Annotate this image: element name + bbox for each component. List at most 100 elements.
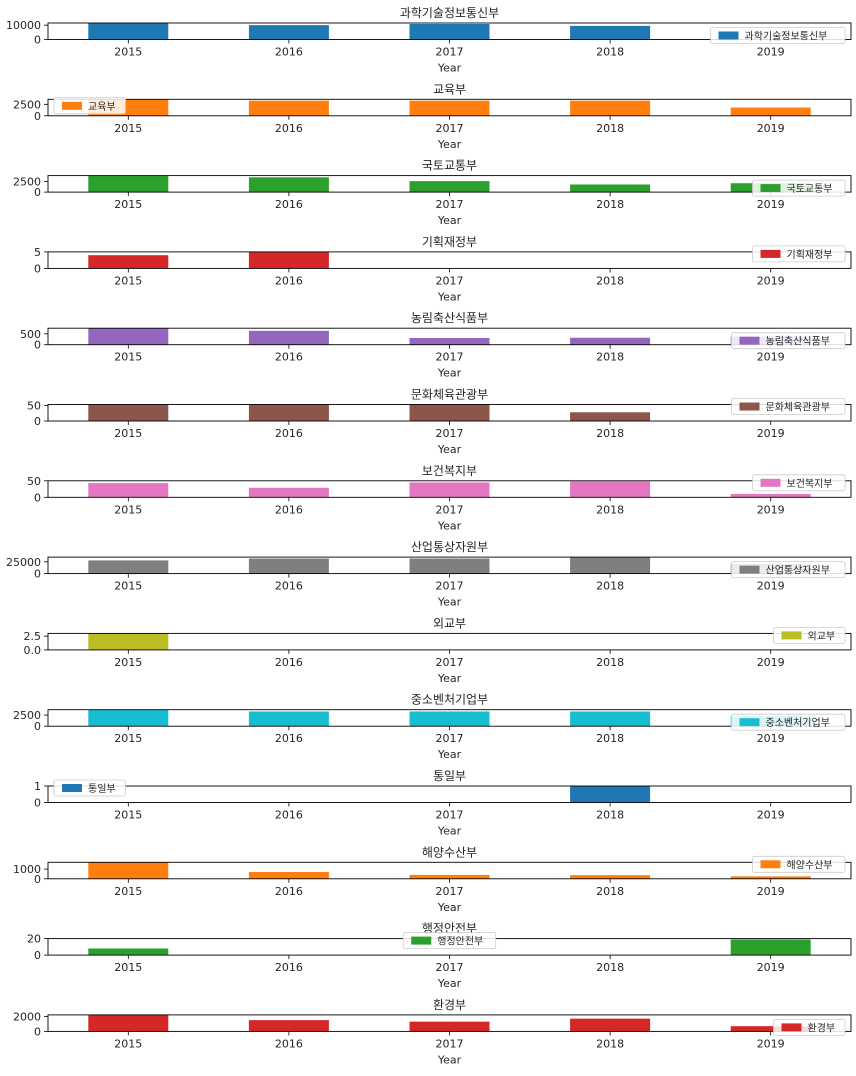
legend: 통일부 [53, 779, 126, 797]
subplot-title: 환경부 [433, 998, 466, 1012]
legend-label: 행정안전부 [437, 936, 483, 948]
x-axis-label: Year [437, 748, 462, 761]
subplot-title: 문화체육관광부 [411, 388, 488, 402]
x-tick-label: 2015 [114, 580, 142, 593]
bar-2015 [88, 328, 169, 345]
x-tick-label: 2019 [757, 656, 785, 669]
x-tick-label: 2019 [757, 580, 785, 593]
x-tick-label: 2015 [114, 656, 142, 669]
bar-2015 [88, 948, 169, 956]
legend-label: 해양수산부 [787, 858, 833, 871]
legend-swatch [62, 784, 82, 792]
y-tick-label: 50 [27, 399, 41, 412]
x-tick-label: 2016 [275, 274, 303, 287]
legend-box [731, 713, 846, 731]
x-tick-label: 2015 [114, 809, 142, 822]
legend-label: 외교부 [808, 630, 836, 642]
x-tick-label: 2019 [757, 46, 785, 59]
x-tick-label: 2017 [436, 503, 464, 516]
legend-label: 산업통상자원부 [766, 564, 830, 577]
y-tick-label: 0 [34, 720, 41, 733]
x-tick-label: 2016 [275, 809, 303, 822]
bar-2017 [409, 874, 490, 879]
y-tick-label: 2500 [13, 709, 41, 722]
x-tick-label: 2018 [596, 503, 624, 516]
bar-2016 [248, 25, 329, 40]
y-tick-label: 0 [34, 491, 41, 504]
bar-2015 [88, 23, 169, 40]
legend-label: 환경부 [808, 1021, 836, 1034]
bar-2015 [88, 709, 169, 727]
bar-2017 [409, 1021, 490, 1032]
x-axis-label: Year [437, 1053, 462, 1066]
legend-label: 중소벤처기업부 [766, 716, 830, 729]
legend-label: 농림축산식품부 [766, 336, 830, 348]
bar-2016 [248, 1020, 329, 1032]
bar-2017 [409, 181, 490, 193]
legend-swatch [760, 184, 781, 193]
legend-label: 보건복지부 [787, 478, 833, 490]
subplot-title: 과학기술정보통신부 [400, 6, 499, 20]
legend-swatch [760, 249, 781, 258]
y-tick-label: 50 [27, 475, 41, 488]
x-tick-label: 2018 [596, 427, 624, 440]
x-tick-label: 2019 [757, 1037, 785, 1050]
legend: 산업통상자원부 [731, 561, 846, 578]
x-tick-label: 2019 [757, 732, 785, 745]
x-tick-label: 2017 [436, 809, 464, 822]
x-tick-label: 2017 [436, 427, 464, 440]
y-tick-label: 2.5 [24, 630, 42, 643]
x-axis-label: Year [437, 443, 462, 456]
y-tick-label: 0 [34, 186, 41, 199]
bar-2015 [88, 560, 169, 574]
x-tick-label: 2018 [596, 122, 624, 135]
x-tick-label: 2015 [114, 732, 142, 745]
subplot-title: 농림축산식품부 [411, 311, 488, 325]
y-tick-label: 2500 [13, 98, 41, 111]
bar-2016 [248, 872, 329, 879]
x-tick-label: 2015 [114, 122, 142, 135]
x-tick-label: 2017 [436, 732, 464, 745]
y-tick-label: 20 [27, 933, 41, 946]
x-tick-label: 2019 [757, 351, 785, 364]
x-axis-label: Year [437, 214, 462, 227]
x-tick-label: 2016 [275, 1037, 303, 1050]
bar-2015 [88, 1014, 169, 1032]
x-axis-label: Year [437, 290, 462, 303]
legend: 외교부 [773, 627, 846, 644]
legend: 농림축산식품부 [731, 332, 846, 350]
x-tick-label: 2019 [757, 503, 785, 516]
legend-swatch [739, 336, 760, 345]
legend-box [731, 561, 846, 578]
bar-2016 [248, 558, 329, 574]
x-tick-label: 2018 [596, 351, 624, 364]
bar-2018 [570, 711, 651, 727]
legend: 국토교통부 [752, 179, 846, 197]
x-tick-label: 2018 [596, 809, 624, 822]
x-tick-label: 2019 [757, 274, 785, 287]
bar-2018 [570, 481, 651, 498]
bar-2016 [248, 100, 329, 116]
axes-frame [47, 251, 852, 269]
x-tick-label: 2018 [596, 580, 624, 593]
x-tick-label: 2015 [114, 427, 142, 440]
bar-2017 [409, 482, 490, 498]
x-tick-label: 2015 [114, 885, 142, 898]
bar-2016 [248, 251, 329, 269]
bar-2018 [570, 1018, 651, 1032]
x-tick-label: 2016 [275, 351, 303, 364]
bar-2019 [730, 107, 811, 116]
subplot-title: 행정안전부 [422, 921, 477, 936]
x-tick-label: 2015 [114, 961, 142, 974]
legend-swatch [760, 860, 781, 869]
x-tick-label: 2016 [275, 46, 303, 59]
x-tick-label: 2015 [114, 46, 142, 59]
x-tick-label: 2018 [596, 1037, 624, 1050]
y-tick-label: 0 [34, 34, 41, 47]
